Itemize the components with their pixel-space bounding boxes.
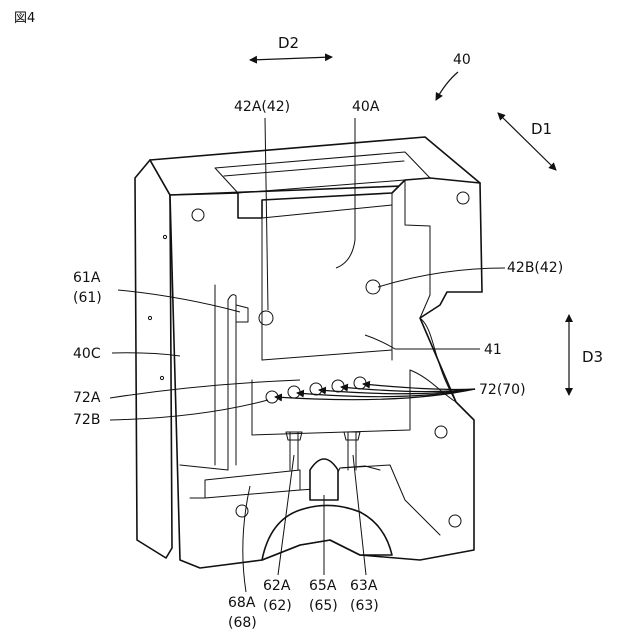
label-63: (63) xyxy=(350,598,379,614)
label-63a: 63A xyxy=(350,578,378,594)
label-40: 40 xyxy=(453,52,471,68)
label-62: (62) xyxy=(263,598,292,614)
label-62a: 62A xyxy=(263,578,291,594)
direction-d1-label: D1 xyxy=(531,120,552,138)
figure-title: 図4 xyxy=(14,11,35,26)
label-40a: 40A xyxy=(352,99,380,115)
label-40c: 40C xyxy=(73,346,101,362)
label-72b: 72B xyxy=(73,412,100,428)
direction-d1-arrow: D1 xyxy=(498,113,556,170)
label-72a: 72A xyxy=(73,390,101,406)
label-72-70: 72(70) xyxy=(479,382,526,398)
direction-d2-arrow: D2 xyxy=(250,34,332,60)
label-41: 41 xyxy=(484,342,502,358)
label-65a: 65A xyxy=(309,578,337,594)
label-42a: 42A(42) xyxy=(234,99,290,115)
direction-d2-label: D2 xyxy=(278,34,299,52)
label-68a: 68A xyxy=(228,595,256,611)
label-65: (65) xyxy=(309,598,338,614)
direction-d3-label: D3 xyxy=(582,348,603,366)
label-61: (61) xyxy=(73,290,102,306)
housing-body xyxy=(135,137,482,568)
label-61a: 61A xyxy=(73,270,101,286)
direction-d3-arrow: D3 xyxy=(569,315,603,395)
label-42b: 42B(42) xyxy=(507,260,563,276)
label-68: (68) xyxy=(228,615,257,631)
